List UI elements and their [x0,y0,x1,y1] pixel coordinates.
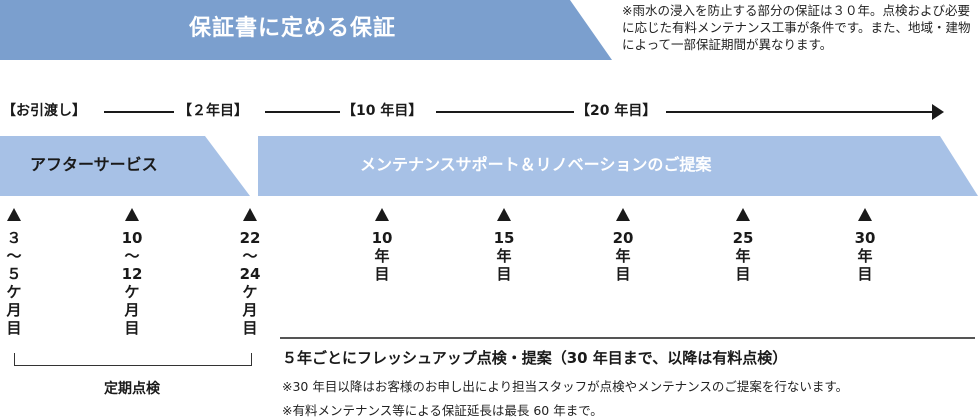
maintenance-band [258,136,978,196]
service-bands [0,136,978,196]
timeline-label-year20: 【20 年目】 [576,103,657,119]
marker-3-5-months: ３ ～ ５ ケ 月 目 [0,208,30,337]
timeline-arrowhead [932,104,944,120]
after-service-label: アフターサービス [30,155,158,174]
marker-triangle-icon [243,208,257,221]
after-service-band [0,136,250,196]
footer-note-1: ※30 年目以降はお客様のお申し出により担当スタッフが点検やメンテナンスのご提案… [282,379,849,394]
marker-10-12-months: 10 ～ 12 ケ 月 目 [116,208,148,337]
marker-triangle-icon [858,208,872,221]
timeline-line [104,111,174,113]
marker-20-years: 20 年 目 [607,208,639,283]
timeline-line [265,111,340,113]
periodic-inspection-label: 定期点検 [104,381,160,397]
freshup-inspection-title: ５年ごとにフレッシュアップ点検・提案（30 年目まで、以降は有料点検） [282,349,788,367]
marker-triangle-icon [736,208,750,221]
warranty-banner-shape [0,0,612,60]
marker-triangle-icon [7,208,21,221]
marker-triangle-icon [375,208,389,221]
marker-25-years: 25 年 目 [727,208,759,283]
marker-triangle-icon [497,208,511,221]
footer-note-2: ※有料メンテナンス等による保証延長は最長 60 年まで。 [282,403,603,418]
timeline-label-handover: 【お引渡し】 [2,103,86,119]
marker-triangle-icon [616,208,630,221]
marker-30-years: 30 年 目 [849,208,881,283]
timeline-label-year2: 【２年目】 [178,103,248,119]
marker-10-years: 10 年 目 [366,208,398,283]
periodic-inspection-bracket [14,353,252,366]
marker-15-years: 15 年 目 [488,208,520,283]
timeline-label-year10: 【10 年目】 [342,103,423,119]
warranty-note: ※雨水の浸入を防止する部分の保証は３０年。点検および必要に応じた有料メンテナンス… [622,3,971,52]
timeline-line [666,111,934,113]
footer-divider [280,337,975,339]
marker-22-24-months: 22 ～ 24 ケ 月 目 [234,208,266,337]
warranty-banner: 保証書に定める保証 [0,0,620,60]
timeline-line [436,111,574,113]
marker-triangle-icon [125,208,139,221]
maintenance-label: メンテナンスサポート＆リノベーションのご提案 [360,155,712,174]
warranty-title: 保証書に定める保証 [188,16,396,41]
